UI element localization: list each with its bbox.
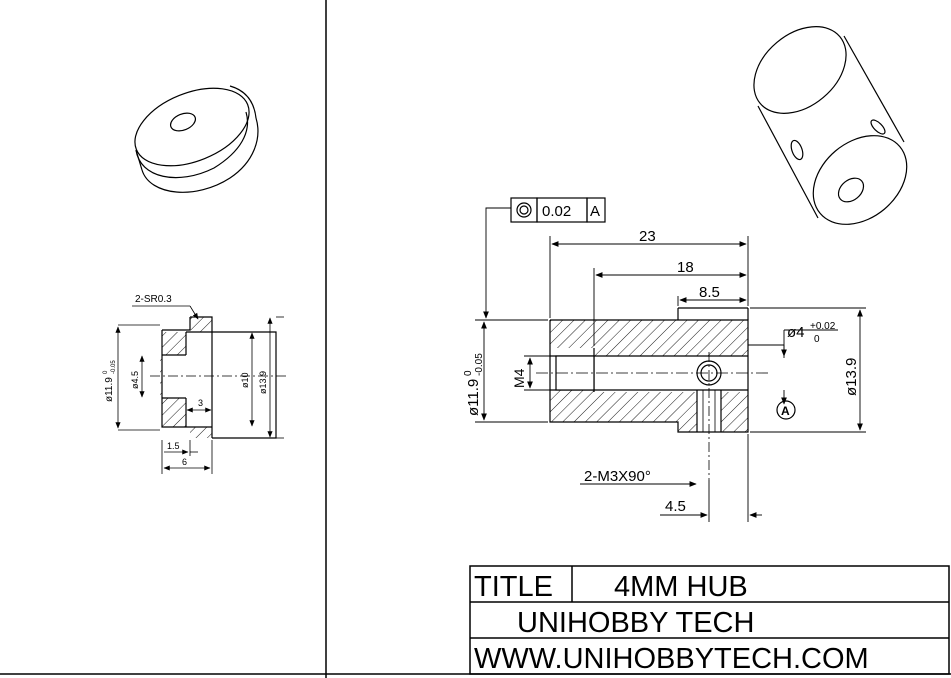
datum-a-label: A	[781, 404, 790, 418]
left-iso-view	[134, 85, 259, 193]
fcf-tolerance: 0.02	[542, 203, 571, 220]
title-value: 4MM HUB	[614, 571, 748, 603]
dim-18: 18	[677, 259, 694, 276]
left-dia-outer-tol-upper: 0	[103, 370, 109, 374]
left-len-1-5: 1.5	[167, 441, 180, 451]
title-label: TITLE	[474, 571, 553, 603]
dim-4-5: 4.5	[665, 498, 686, 515]
right-iso-view	[753, 26, 908, 225]
company-name: UNIHOBBY TECH	[517, 607, 754, 639]
left-depth-3: 3	[198, 398, 203, 408]
screw-callout: 2-M3X90°	[584, 468, 651, 485]
left-len-6: 6	[182, 457, 187, 467]
title-block	[469, 565, 950, 675]
right-dia-flange: ø13.9	[843, 358, 860, 396]
sr-callout: 2-SR0.3	[135, 294, 172, 305]
left-dia-outer: ø11.9	[104, 377, 115, 402]
dim-23: 23	[639, 228, 656, 245]
right-dia-bore-tol-lower: 0	[814, 334, 820, 345]
right-dia-main-tol-upper: 0	[463, 370, 474, 376]
right-dia-bore-tol-upper: +0.02	[810, 321, 836, 332]
feature-control-frame: 0.02 A	[510, 197, 606, 223]
left-section-view: 2-SR0.3 ø11.9 0 -0.05 ø4.5 ø10 ø13.9 3 1…	[103, 294, 288, 474]
right-dia-main: ø11.9	[465, 379, 482, 416]
right-dia-main-tol-lower: -0.05	[474, 353, 485, 376]
right-section-view: 0.02 A	[463, 197, 866, 522]
company-url: WWW.UNIHOBBYTECH.COM	[474, 643, 869, 675]
fcf-datum: A	[590, 203, 600, 220]
left-dia-flange: ø13.9	[258, 371, 268, 394]
left-dia-recess: ø10	[240, 372, 250, 388]
right-dia-bore: ø4	[787, 324, 805, 341]
thread-m4: M4	[511, 368, 527, 388]
left-dia-outer-tol-lower: -0.05	[111, 360, 117, 374]
left-dia-bore: ø4.5	[130, 371, 140, 389]
dim-8-5: 8.5	[699, 284, 720, 301]
